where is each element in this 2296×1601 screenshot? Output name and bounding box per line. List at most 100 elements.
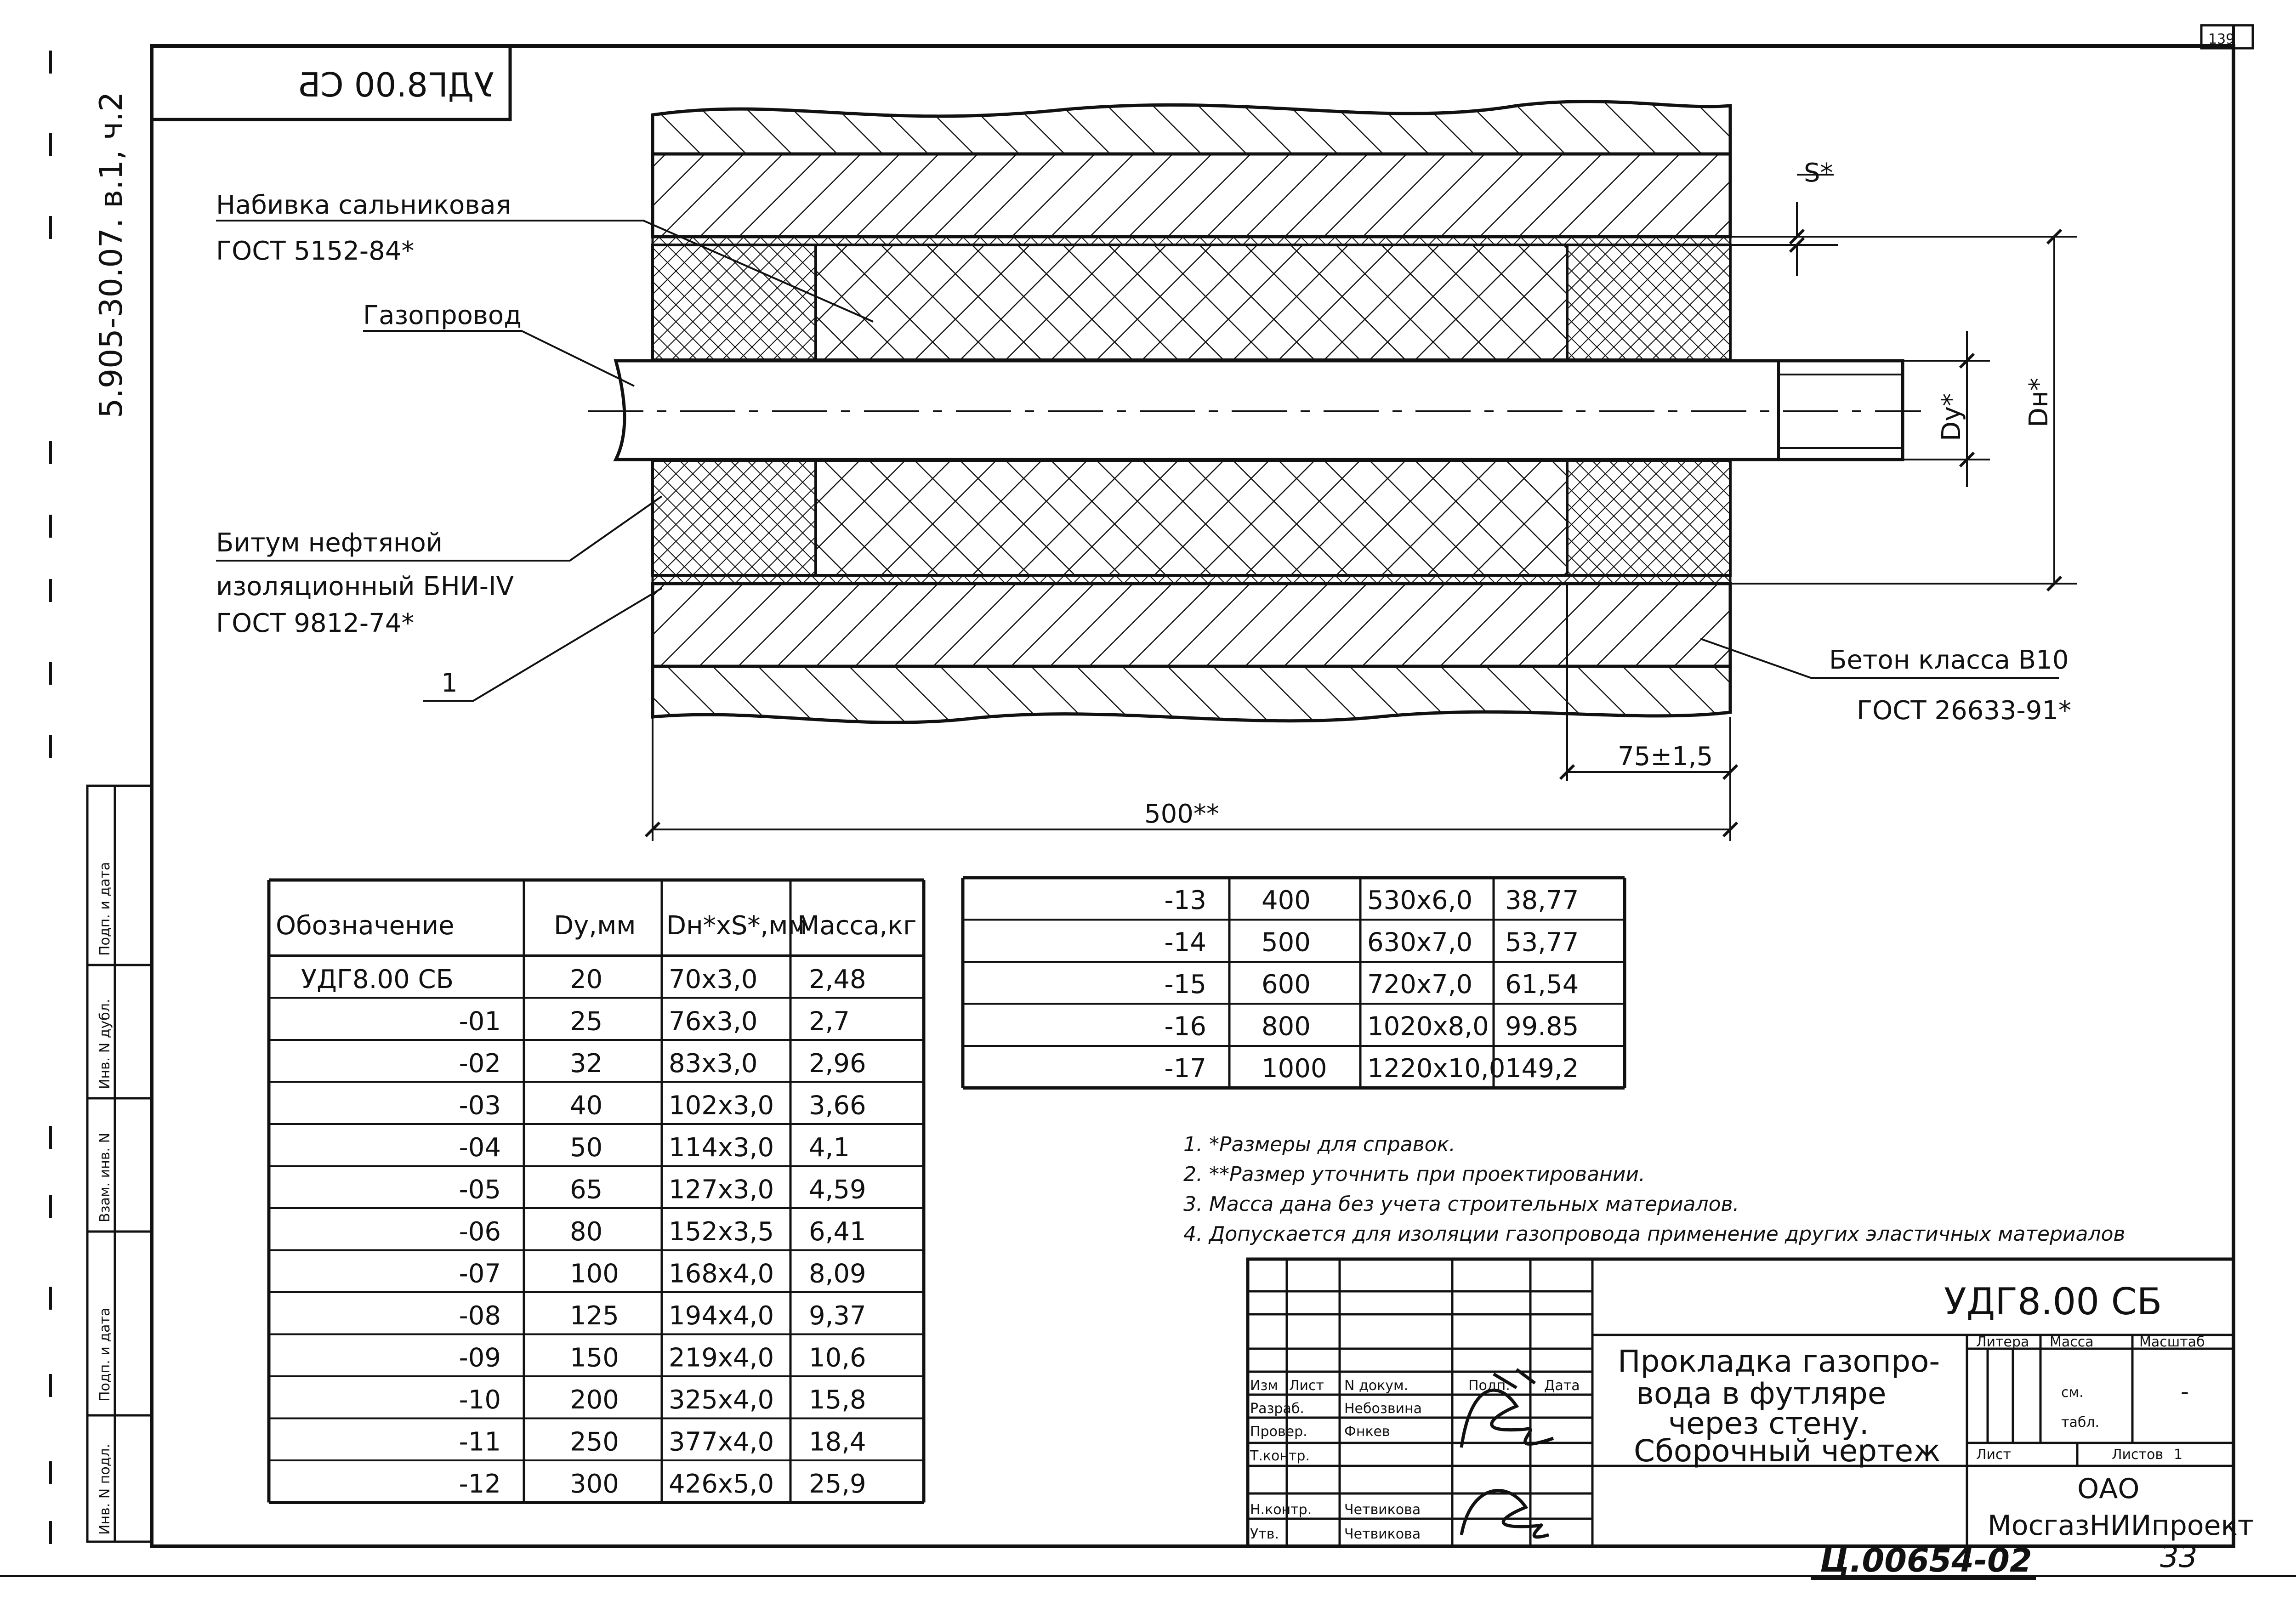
tb-mass-value-1: см. [2061, 1385, 2084, 1401]
table-cell-designation: -03 [459, 1091, 501, 1121]
table-cell-mass: 6,41 [809, 1217, 866, 1247]
packing-bottom [814, 459, 1569, 577]
label-packing-gost: ГОСТ 5152-84* [216, 236, 414, 266]
table-cell-designation: -12 [459, 1469, 501, 1499]
packing-top [814, 244, 1569, 361]
table-cell-dy: 600 [1262, 970, 1311, 999]
dim-s: S* [1804, 158, 1833, 188]
table-cell-mass: 8,09 [809, 1259, 866, 1289]
table-cell-size: 83х3,0 [669, 1049, 757, 1079]
tb-mass: Масса [2050, 1334, 2094, 1350]
table-cell-mass: 10,6 [809, 1343, 866, 1373]
table-cell-size: 530х6,0 [1367, 886, 1472, 915]
tb-name-4: Четвикова [1344, 1502, 1421, 1518]
table-cell-dy: 500 [1262, 928, 1311, 958]
bitumen-bottom-right [1566, 459, 1732, 577]
wall-top-outer [651, 100, 1732, 156]
dim-75: 75±1,5 [1618, 742, 1713, 772]
left-strip [86, 784, 153, 1543]
tb-title-3: через стену. [1668, 1406, 1869, 1441]
wall-bottom-inner [651, 582, 1732, 668]
table-cell-dy: 300 [570, 1469, 619, 1499]
leader-lines [216, 220, 2059, 702]
table-cell-mass: 25,9 [809, 1469, 866, 1499]
note-3: 3. Масса дана без учета строительных мат… [1183, 1192, 1739, 1216]
table-cell-designation: УДГ8.00 СБ [301, 965, 454, 994]
tb-head-izm: Изм [1250, 1378, 1278, 1394]
table-cell-designation: -08 [459, 1301, 501, 1331]
label-concrete-gost: ГОСТ 26633-91* [1857, 696, 2071, 726]
table-cell-size: 1020х8,0 [1367, 1012, 1489, 1042]
table-cell-mass: 2,96 [809, 1049, 866, 1079]
table-cell-dy: 65 [570, 1175, 602, 1205]
note-4: 4. Допускается для изоляции газопровода … [1183, 1222, 2125, 1246]
handwritten-number: Ц.00654-02 [1820, 1542, 2032, 1579]
table-cell-size: 720х7,0 [1367, 970, 1472, 999]
strip-label-3: Взам. инв. N [97, 1133, 113, 1222]
notes: 1. *Размеры для справок. 2. **Размер уто… [1183, 1133, 2125, 1246]
table-cell-size: 426х5,0 [669, 1469, 774, 1499]
note-1: 1. *Размеры для справок. [1183, 1133, 1455, 1156]
tb-designation: УДГ8.00 СБ [1944, 1280, 2162, 1323]
tb-name-5: Четвикова [1344, 1526, 1421, 1542]
table-cell-designation: -10 [459, 1385, 501, 1415]
table-cell-mass: 3,66 [809, 1091, 866, 1121]
label-bitumen: Битум нефтяной [216, 528, 443, 558]
strip-label-4: Подп. и дата [97, 1308, 113, 1402]
table-cell-size: 1220х10,0 [1367, 1054, 1505, 1084]
corner-number: 33 [2160, 1540, 2197, 1574]
signatures [1460, 1368, 1554, 1539]
table-cell-designation: -05 [459, 1175, 501, 1205]
tb-org-2: МосгазНИИпроект [1988, 1510, 2254, 1542]
table-cell-size: 194х4,0 [669, 1301, 774, 1331]
tb-sheet: Лист [1976, 1447, 2011, 1463]
table-cell-designation: -09 [459, 1343, 501, 1373]
tb-mass-value-2: табл. [2061, 1414, 2099, 1431]
table-cell-size: 127х3,0 [669, 1175, 774, 1205]
table-cell-designation: -01 [459, 1007, 501, 1037]
tb-role-5: Утв. [1250, 1526, 1279, 1542]
table-cell-size: 325х4,0 [669, 1385, 774, 1415]
table-header-cell: Обозначение [276, 911, 455, 941]
dim-500: 500** [1144, 799, 1219, 829]
table-cell-dy: 150 [570, 1343, 619, 1373]
wall-top-inner [651, 152, 1732, 238]
table-cell-mass: 99.85 [1505, 1012, 1579, 1042]
label-bitumen-2: изоляционный БНИ-IV [216, 572, 514, 602]
tb-role-1: Разраб. [1250, 1401, 1304, 1417]
bitumen-top-left [651, 244, 817, 361]
strip-label-5: Инв. N подл. [97, 1444, 113, 1535]
table-cell-mass: 15,8 [809, 1385, 866, 1415]
table-cell-dy: 100 [570, 1259, 619, 1289]
table-cell-mass: 4,1 [809, 1133, 850, 1163]
table-cell-mass: 2,48 [809, 965, 866, 994]
strip-label-1: Подп. и дата [97, 862, 113, 956]
tb-head-date: Дата [1544, 1378, 1580, 1394]
tb-title-2: вода в футляре [1636, 1376, 1887, 1411]
table-cell-size: 219х4,0 [669, 1343, 774, 1373]
table-cell-size: 630х7,0 [1367, 928, 1472, 958]
strip-label-2: Инв. N дубл. [97, 999, 113, 1090]
table-cell-dy: 50 [570, 1133, 602, 1163]
mirrored-stamp: УДГ8.00 СБ [298, 66, 494, 104]
tb-title-4: Сборочный чертеж [1634, 1433, 1941, 1469]
tb-org-1: ОАО [2077, 1473, 2140, 1505]
table-cell-mass: 4,59 [809, 1175, 866, 1205]
table-cell-size: 377х4,0 [669, 1427, 774, 1457]
tb-role-3: Т.контр. [1250, 1448, 1310, 1464]
table-cell-designation: -17 [1165, 1054, 1206, 1084]
table-cell-designation: -14 [1165, 928, 1206, 958]
table-cell-mass: 38,77 [1505, 886, 1579, 915]
bitumen-bottom-left [651, 459, 817, 577]
table-cell-size: 152х3,5 [669, 1217, 774, 1247]
tb-scale: Масштаб [2139, 1334, 2205, 1350]
table-cell-designation: -11 [459, 1427, 501, 1457]
label-bitumen-gost: ГОСТ 9812-74* [216, 608, 414, 638]
table-cell-mass: 61,54 [1505, 970, 1579, 999]
table-cell-mass: 9,37 [809, 1301, 866, 1331]
section-drawing: S* Dy* Dн* 75±1,5 500** Набивка сальнико… [216, 100, 2077, 841]
table-cell-dy: 200 [570, 1385, 619, 1415]
tb-sheets: Листов [2112, 1447, 2163, 1463]
